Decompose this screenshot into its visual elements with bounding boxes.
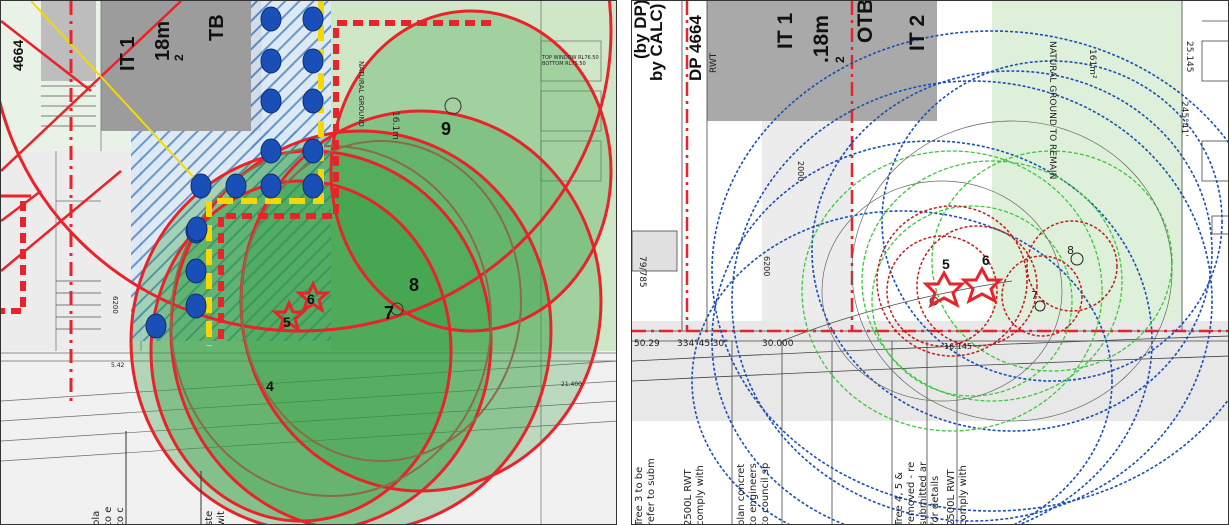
note-tree3: Tree 3 to be: [634, 467, 645, 525]
tree-star-markers: [271, 280, 331, 333]
note-refer: refer to subm: [646, 458, 657, 525]
otb-label: OTB: [854, 1, 877, 43]
dp-label: DP 4664: [686, 15, 705, 81]
gray-reference-circles: [821, 120, 1173, 422]
note-engineers: to engineers: [748, 463, 759, 525]
by-dp-label: (by DP): [632, 1, 650, 59]
blue-pile-marker: [145, 313, 167, 339]
tree-number-4: 4: [266, 378, 274, 394]
otb-label: TB: [206, 14, 228, 41]
tree-number-7: 7: [1031, 289, 1038, 302]
left-site-plan-drawing: 9 8 7 6 5 4 IT 1 18m 2 TB 4664 NATURAL G…: [1, 1, 616, 525]
left-site-plan-panel: 9 8 7 6 5 4 IT 1 18m 2 TB 4664 NATURAL G…: [0, 0, 617, 525]
area-label: .18m: [810, 15, 833, 63]
tree-number-8: 8: [1067, 244, 1074, 257]
note-council: to council sp: [760, 463, 771, 525]
unit-1-label: IT 1: [774, 13, 797, 49]
blue-pile-marker: [302, 48, 324, 74]
dim-542: 5.42: [111, 362, 125, 369]
dim-6200: 6200: [111, 296, 119, 314]
tree-number-6: 6: [982, 252, 990, 268]
unit-2-label: IT 2: [906, 15, 929, 51]
blue-pile-marker: [186, 216, 208, 242]
right-bottom-notes: Tree 3 to be refer to subm 2500L RWT com…: [634, 458, 969, 525]
tree-number-5: 5: [283, 314, 291, 330]
area-superscript: 2: [833, 56, 847, 63]
note-comply-1: comply with: [695, 465, 706, 525]
blue-pile-marker: [190, 173, 212, 199]
blue-root-zone-circles: [691, 30, 1228, 524]
rwt-label: RWT: [709, 52, 719, 73]
tree-number-5: 5: [942, 256, 950, 272]
tree-5-star: [271, 299, 307, 333]
tree-number-6: 6: [307, 291, 315, 307]
blue-pile-marker: [260, 173, 282, 199]
blue-pile-marker: [260, 88, 282, 114]
note-tree456: Tree 4, 5 &: [894, 472, 905, 525]
tree-stars: [922, 265, 1004, 309]
bottom-note-1: pla: [91, 511, 102, 525]
tree-number-7: 7: [384, 303, 394, 323]
dim-16145: 16.145: [944, 342, 972, 351]
blue-pile-marker: [260, 48, 282, 74]
blue-pile-markers: [145, 6, 324, 339]
note-rwt-1: 2500L RWT: [683, 468, 694, 525]
structural-root-circles: [170, 140, 522, 497]
stairs-bottom: [56, 280, 101, 330]
right-site-plan-drawing: 5 6 7 8 by CALC) (by DP) DP 4664 RWT IT …: [632, 1, 1228, 525]
bottom-note-4: ste: [204, 511, 215, 525]
red-dashed-boundary: [1, 20, 491, 341]
bearing-1: 50.29: [634, 339, 660, 349]
tree-6-star: [960, 265, 1004, 305]
tree-6-star: [295, 280, 331, 314]
note-details: for details: [930, 476, 941, 525]
bottom-note-3: to c: [115, 507, 126, 525]
bottom-note-2: to e: [103, 507, 114, 525]
window-note-1: TOP WINDOW RL76.50: [541, 55, 599, 61]
box-label: 79/785: [637, 256, 647, 288]
blue-pile-marker: [260, 6, 282, 32]
blue-pile-marker: [185, 293, 207, 319]
note-plan-concrete: plan concret: [736, 464, 747, 525]
tpz-circles: [876, 205, 1118, 357]
dp-number-label: 4664: [10, 40, 26, 71]
blue-pile-marker: [302, 138, 324, 164]
note-rwt-2: 2500L RWT: [946, 468, 957, 525]
bearing-2: 334°45'30": [677, 339, 728, 349]
area-note: 161m²: [1087, 49, 1097, 79]
natural-ground-note: NATURAL GROUND TO REMAIN: [1047, 41, 1057, 179]
blue-pile-marker: [185, 258, 207, 284]
dim-6200: 6200: [762, 256, 771, 276]
calc-label: by CALC): [647, 4, 666, 81]
area-superscript: 2: [172, 54, 186, 61]
tree-number-9: 9: [441, 119, 451, 139]
tree-canopy-group: [131, 11, 611, 524]
dim-21400: 21.400: [561, 381, 582, 388]
yellow-setback-line: [30, 1, 212, 197]
unit-1-label: IT 1: [117, 37, 139, 71]
dim-24541: 245°41': [1179, 101, 1189, 137]
blue-pile-marker: [302, 88, 324, 114]
window-note-2: BOTTOM RL75.50: [542, 61, 586, 67]
right-site-plan-panel: 5 6 7 8 by CALC) (by DP) DP 4664 RWT IT …: [631, 0, 1229, 525]
left-bottom-notes: pla to e to c ste wit: [91, 431, 227, 525]
tree-5-star: [922, 269, 966, 309]
bearing-3: 30.000: [762, 339, 794, 349]
blue-pile-marker: [302, 6, 324, 32]
note-comply-2: comply with: [958, 465, 969, 525]
blue-pile-marker: [260, 138, 282, 164]
natural-ground-note: NATURAL GROUND: [357, 61, 365, 127]
blue-pile-marker: [302, 173, 324, 199]
tree-number-8: 8: [409, 275, 419, 295]
blue-pile-marker: [225, 173, 247, 199]
bottom-note-5: wit: [216, 511, 227, 525]
note-submitted: submitted ar: [918, 461, 929, 525]
note-removed: removed - re: [906, 462, 917, 525]
tree-protection-circles: [1, 1, 613, 524]
dim-25145: 25.145: [1184, 41, 1194, 73]
area-label: 18m: [152, 21, 174, 61]
area-note: 16.1m: [390, 111, 400, 140]
dim-2000: 2000: [796, 161, 805, 181]
